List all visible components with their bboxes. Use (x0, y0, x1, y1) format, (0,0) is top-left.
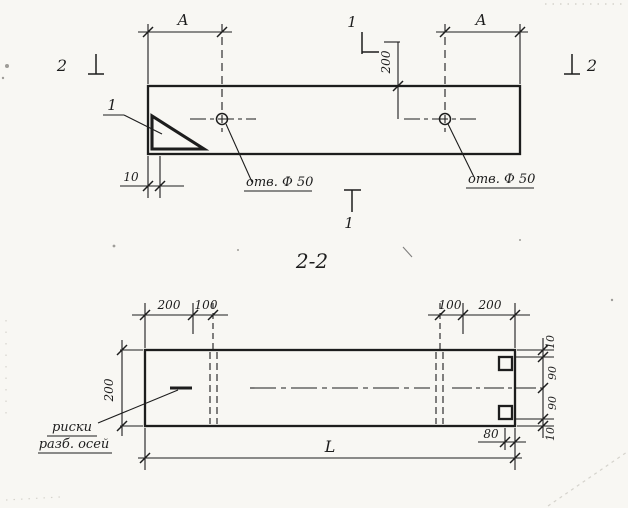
dim-top-right: 100 200 (428, 298, 530, 352)
paper-speck (237, 249, 239, 251)
hole-right-leader (447, 123, 475, 178)
section-mark-1-top: 1 (347, 13, 379, 54)
axis-note-line1: риски (52, 420, 92, 435)
dim-left-200-text: 200 (102, 378, 116, 402)
paper-speck (519, 239, 521, 241)
detail-callout-1: 1 (103, 96, 163, 135)
paper-speck (112, 244, 116, 248)
detail-leader-line (123, 114, 163, 135)
section-mark-2-right: 2 (564, 54, 597, 75)
dim-a-left-text: A (176, 11, 189, 29)
dim-10-text: 10 (123, 170, 139, 184)
dim-top-left: 200 100 (132, 298, 228, 352)
dim-length-L: L (138, 428, 522, 470)
dim-right-10-top: 10 (544, 335, 557, 349)
hole-left-label-text: отв. Ф 50 (246, 175, 313, 190)
dim-right-stack: 10 90 90 10 (514, 335, 559, 441)
top-view: 1 отв. Ф 50 отв. Ф 50 (56, 11, 597, 232)
paper-marks (1, 3, 628, 507)
dim-right-90-upper: 90 (546, 366, 559, 380)
dim-tr-100: 100 (439, 298, 462, 312)
dim-tl-100: 100 (195, 298, 218, 312)
stray-pencil-mark (402, 246, 413, 258)
section2-right-text: 2 (586, 56, 597, 75)
paper-speck (1, 76, 5, 80)
hole-left (190, 24, 256, 132)
dim-end-80-text: 80 (483, 427, 499, 441)
dim-a-left: A (138, 11, 232, 84)
hole-right-label: отв. Ф 50 (447, 123, 535, 189)
hole-right (404, 24, 478, 132)
section2-left-text: 2 (56, 56, 67, 75)
hole-left-leader (225, 123, 253, 183)
section-view: 200 100 100 200 200 (38, 298, 559, 470)
dim-200-plan: 200 (379, 41, 404, 119)
dim-length-text: L (324, 437, 336, 456)
axis-note-line2: разб. осей (39, 437, 110, 452)
section1-top-text: 1 (347, 13, 357, 31)
dim-end-80: 80 (478, 427, 526, 450)
dim-200-plan-text: 200 (379, 50, 393, 74)
corner-detail-triangle (150, 113, 210, 151)
beam-outline-section (143, 348, 517, 428)
axis-note: риски разб. осей (38, 389, 179, 454)
beam-outline-plan (146, 84, 522, 156)
section-title: 2-2 (295, 249, 328, 273)
dim-tl-200: 200 (157, 298, 181, 312)
hole-right-label-text: отв. Ф 50 (468, 172, 535, 187)
end-recess-bottom (497, 404, 514, 421)
section-mark-1-bottom: 1 (344, 189, 361, 232)
paper-speck (610, 298, 614, 302)
dim-right-10-bottom: 10 (544, 427, 557, 441)
detail-callout-label: 1 (107, 96, 117, 114)
dim-a-right-text: A (474, 11, 487, 29)
dim-tr-200: 200 (478, 298, 502, 312)
paper-speck (5, 64, 9, 68)
dim-10-edge: 10 (120, 156, 184, 198)
section1-bottom-text: 1 (344, 214, 354, 232)
section-mark-2-left: 2 (56, 54, 104, 75)
scan-edge-bottom-left (5, 496, 61, 501)
end-recess-top (497, 355, 514, 372)
axis-note-leader (97, 389, 179, 424)
hole-left-label: отв. Ф 50 (225, 123, 313, 192)
hidden-lines (209, 352, 444, 424)
scan-edge-bottom-right (547, 451, 628, 507)
dim-right-90-lower: 90 (546, 396, 559, 410)
dim-left-200: 200 (102, 340, 143, 436)
dim-a-right: A (436, 11, 528, 84)
